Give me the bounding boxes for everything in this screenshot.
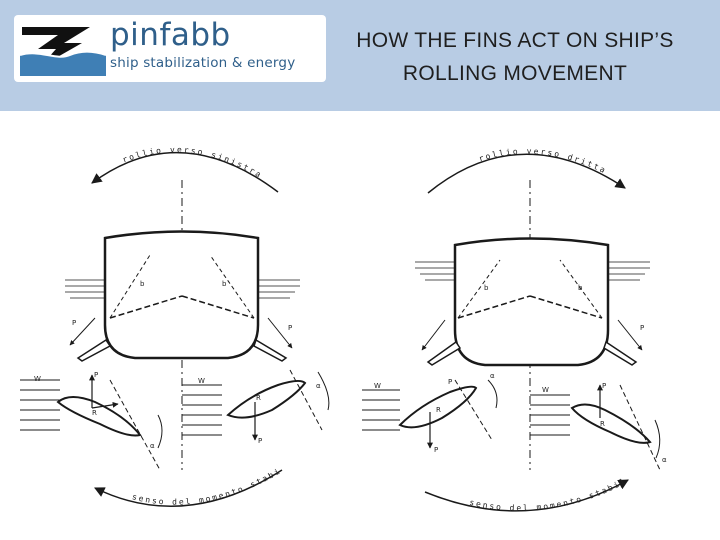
label-p: P xyxy=(288,324,292,332)
rolling-label-right: rollio verso dritta xyxy=(478,147,609,176)
hull-left xyxy=(103,230,260,360)
left-labels: W P R W P R P P b b α α xyxy=(34,280,321,450)
left-diagram: rollio verso sinistra senso del momento … xyxy=(0,111,330,507)
fin-right-section-right-diagram xyxy=(570,403,652,444)
label-p: P xyxy=(602,382,606,390)
fin-right-section xyxy=(226,379,307,419)
label-alpha: α xyxy=(490,372,495,380)
right-labels: W P R W P R P P b b α α xyxy=(374,284,667,464)
label-p: P xyxy=(94,371,98,379)
fin-diagram: rollio verso sinistra senso del momento … xyxy=(0,111,667,513)
label-w: W xyxy=(374,382,381,390)
label-b: b xyxy=(222,280,227,288)
right-diagram: rollio verso dritta senso del momento st… xyxy=(0,111,661,513)
logo: pinfabb ship stabilization & energy xyxy=(14,15,326,82)
stabilizing-arc-bottom-left xyxy=(94,469,283,507)
stabilizing-arc-bottom-right xyxy=(424,479,629,512)
label-w: W xyxy=(198,377,205,385)
rolling-arc-top-left xyxy=(91,151,279,193)
label-b: b xyxy=(140,280,145,288)
label-r: R xyxy=(600,420,605,428)
label-p: P xyxy=(434,446,438,454)
fin-left-section xyxy=(56,396,142,437)
slide-title: HOW THE FINS ACT ON SHIP’S ROLLING MOVEM… xyxy=(326,24,704,90)
label-p: P xyxy=(448,378,452,386)
title-line-2: ROLLING MOVEMENT xyxy=(402,62,628,85)
label-p: P xyxy=(258,437,262,445)
label-r: R xyxy=(436,406,441,414)
header-bar: pinfabb ship stabilization & energy HOW … xyxy=(0,0,720,111)
label-b: b xyxy=(578,284,583,292)
rolling-arc-top-right xyxy=(427,153,626,194)
logo-name: pinfabb xyxy=(110,17,231,53)
label-alpha: α xyxy=(316,382,321,390)
rolling-label-left: rollio verso sinistra xyxy=(121,145,264,180)
label-w: W xyxy=(542,386,549,394)
label-alpha: α xyxy=(150,442,155,450)
label-r: R xyxy=(256,394,261,402)
label-b: b xyxy=(484,284,489,292)
hull-right xyxy=(453,237,610,367)
label-p: P xyxy=(640,324,644,332)
label-alpha: α xyxy=(662,456,667,464)
title-line-1: HOW THE FINS ACT ON SHIP’S xyxy=(356,29,674,52)
label-r: R xyxy=(92,409,97,417)
label-p: P xyxy=(72,319,76,327)
logo-tagline: ship stabilization & energy xyxy=(110,55,296,71)
fin-left-section-right-diagram xyxy=(398,385,478,429)
lightning-wave-icon xyxy=(20,27,106,76)
label-w: W xyxy=(34,375,41,383)
